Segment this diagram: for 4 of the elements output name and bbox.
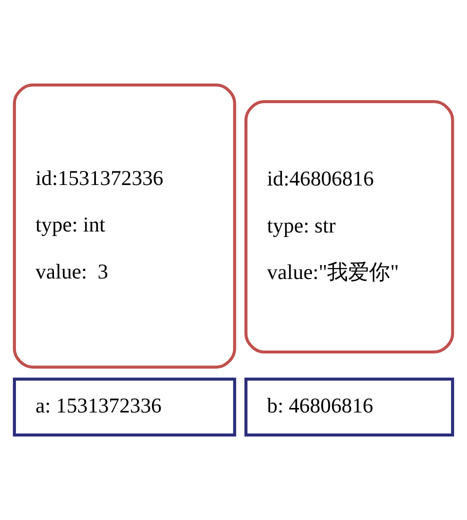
node-box: id:1531372336 type: int value: 3 — [12, 84, 236, 369]
node-box: a: 1531372336 — [12, 378, 236, 436]
node-box: id:46806816 type: str value:"我爱你" — [244, 100, 454, 354]
node-box: b: 46806816 — [244, 378, 454, 436]
